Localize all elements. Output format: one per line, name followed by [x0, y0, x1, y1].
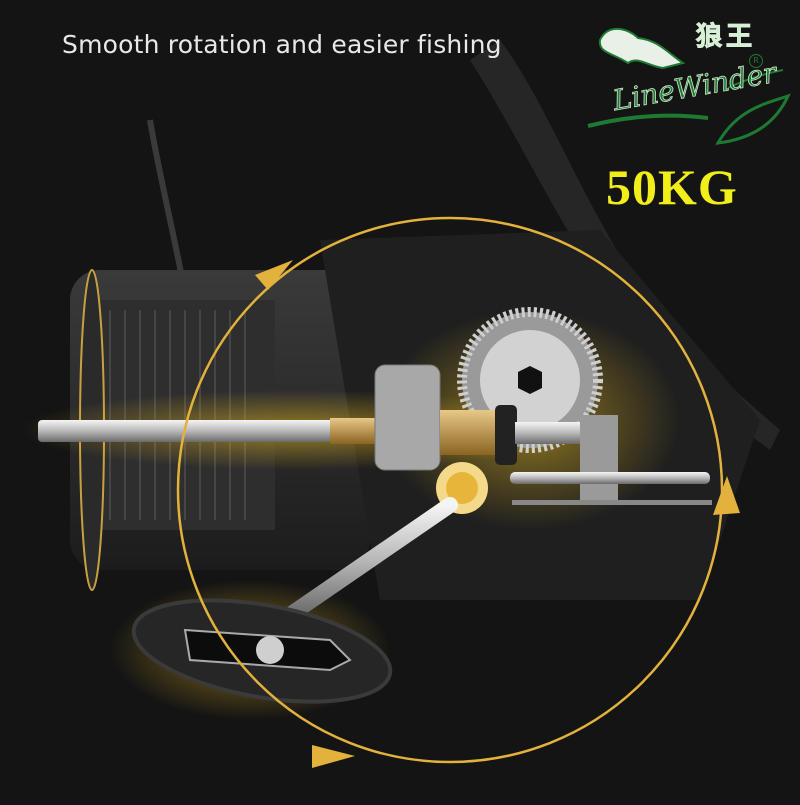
- handle-arm: [282, 497, 458, 623]
- hex-socket: [518, 366, 542, 394]
- pinion-shaft: [515, 422, 585, 444]
- rotation-arrow-icon: [312, 745, 355, 768]
- headline: Smooth rotation and easier fishing: [62, 30, 502, 59]
- rotation-arrow-icon: [255, 260, 293, 290]
- shaft-thread: [330, 418, 380, 444]
- brand-logo: 狼王 R LineWinder: [568, 8, 800, 148]
- capacity-badge: 50KG: [606, 159, 738, 215]
- bail-arm-shape: [470, 40, 780, 450]
- worm-shaft: [510, 472, 710, 484]
- wolf-icon: [587, 27, 791, 145]
- pinion-clip: [495, 405, 517, 465]
- pinion-gear: [440, 410, 500, 455]
- main-shaft: [38, 420, 338, 442]
- shaft-bracket: [580, 415, 618, 500]
- registered-mark-icon: R: [749, 54, 763, 68]
- guide-rod: [512, 500, 712, 505]
- brand-chinese-name: 狼王: [695, 22, 757, 53]
- rotation-arrow-icon: [713, 476, 740, 515]
- oscillation-slider: [374, 364, 441, 471]
